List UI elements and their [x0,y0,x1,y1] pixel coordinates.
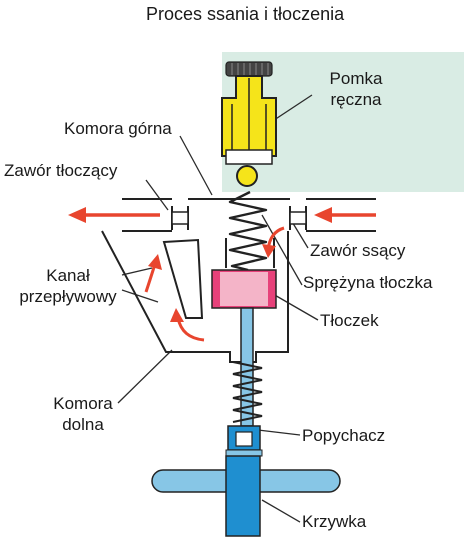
label-piston: Tłoczek [320,311,379,330]
label-suction-valve: Zawór ssący [310,241,406,260]
flow-channel-wedge [162,238,204,319]
suction-valve [289,211,307,225]
piston-spring [228,190,268,272]
pushrod-spring [232,361,263,423]
label-lower-chamber: Komora dolna [44,393,122,435]
label-discharge-valve: Zawór tłoczący [4,161,118,180]
label-cam: Krzywka [302,512,367,531]
leader-lines [117,94,319,523]
label-pushrod: Popychacz [302,426,386,445]
diagram-title: Proces ssania i tłoczenia [146,4,345,24]
label-flow-channel-line2: przepływowy [19,287,117,306]
label-flow-channel-line1: Kanał [46,266,90,285]
label-piston-spring: Sprężyna tłoczka [303,273,433,292]
flow-arrows [68,207,376,342]
label-hand-pump: Pomka ręczna [308,68,404,110]
hand-pump [221,61,277,187]
label-flow-channel: Kanał przepływowy [12,265,124,307]
label-lower-chamber-line2: dolna [62,415,104,434]
label-upper-chamber: Komora górna [64,119,172,138]
label-lower-chamber-line1: Komora [53,394,113,413]
label-hand-pump-line2: ręczna [330,90,382,109]
label-hand-pump-line1: Pomka [329,69,383,88]
discharge-valve [171,211,189,225]
cam-shaft [151,455,341,537]
